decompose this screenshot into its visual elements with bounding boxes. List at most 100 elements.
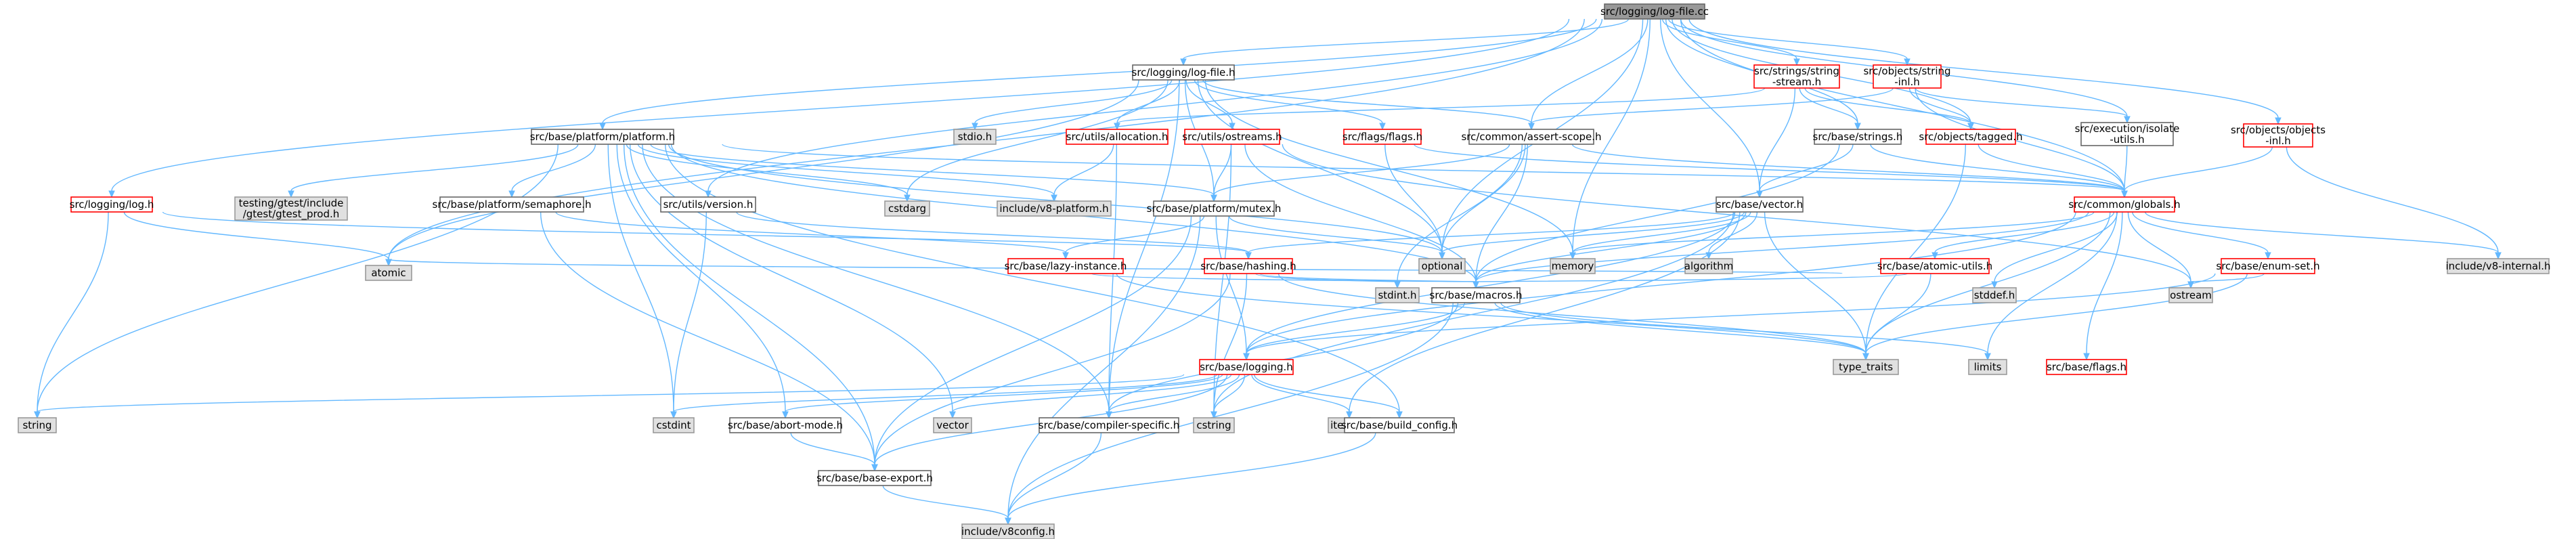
edge-platform_h-to-gtest_prod (290, 144, 579, 192)
node-label: src/strings/string (1754, 65, 1839, 77)
node-label: atomic (371, 267, 406, 279)
node-utils-ostreams[interactable]: src/utils/ostreams.h (1182, 129, 1282, 145)
node-box (1873, 64, 1942, 89)
node-base-flags[interactable]: src/base/flags.h (2046, 359, 2127, 375)
edge-arrowhead (1180, 58, 1187, 66)
node-assert-scope[interactable]: src/common/assert-scope.h (1461, 129, 1602, 145)
node-stdint-h: stdint.h (1375, 287, 1420, 303)
node-build-config[interactable]: src/base/build_config.h (1341, 417, 1458, 433)
node-label: src/base/flags.h (2047, 361, 2126, 373)
node-execution-isolate-utils[interactable]: src/execution/isolate-utils.h (2075, 122, 2180, 146)
node-box (2046, 359, 2127, 375)
edge-assert_scope-to-stdint_h (1397, 144, 1523, 282)
edge-common_globals-to-v8_internal (2144, 211, 2499, 253)
node-base-strings[interactable]: src/base/strings.h (1813, 129, 1903, 145)
node-label: cstdint (656, 419, 691, 431)
node-box (1925, 129, 2016, 145)
edge-base_logging-to-string_node (37, 374, 1185, 412)
node-base-hashing[interactable]: src/base/hashing.h (1200, 258, 1296, 274)
node-box (653, 417, 695, 433)
edge-arrowhead (1862, 353, 1869, 361)
node-label: src/logging/log.h (70, 198, 154, 211)
node-base-vector[interactable]: src/base/vector.h (1716, 196, 1804, 213)
edge-atomic_utils-to-type_traits (1865, 273, 1931, 354)
node-stddef-h: stddef.h (1972, 287, 2017, 303)
edge-string_stream-to-objects_tagged (1804, 87, 1971, 124)
node-platform-h[interactable]: src/base/platform/platform.h (530, 129, 676, 145)
node-base-logging[interactable]: src/base/logging.h (1199, 359, 1294, 375)
node-objects-tagged[interactable]: src/objects/tagged.h (1919, 129, 2023, 145)
edge-platform_h-to-semaphore (511, 144, 596, 192)
edge-arrowhead (1346, 411, 1353, 419)
node-enum-set[interactable]: src/base/enum-set.h (2216, 258, 2320, 274)
node-box (1716, 196, 1804, 213)
node-string-stream[interactable]: src/strings/string-stream.h (1753, 64, 1840, 89)
edge-assert_scope-to-platform_mutex (1213, 144, 1510, 196)
node-utils-allocation[interactable]: src/utils/allocation.h (1066, 129, 1169, 145)
edge-platform_h-to-build_config (664, 144, 1400, 412)
node-box (1604, 3, 1705, 20)
node-logfile-h[interactable]: src/logging/log-file.h (1132, 64, 1236, 81)
node-semaphore[interactable]: src/base/platform/semaphore.h (433, 196, 592, 213)
node-label: stdint.h (1378, 289, 1416, 301)
edge-base_logging-to-build_config (1254, 374, 1400, 412)
node-label: src/base/abort-mode.h (728, 419, 843, 431)
node-label: src/objects/string (1863, 65, 1950, 77)
node-atomic-utils[interactable]: src/base/atomic-utils.h (1877, 258, 1992, 274)
node-platform-mutex[interactable]: src/base/platform/mutex.h (1147, 200, 1282, 217)
node-label: src/base/vector.h (1716, 198, 1803, 211)
node-lazy-instance[interactable]: src/base/lazy-instance.h (1005, 258, 1127, 274)
edge-semaphore-to-lazy_instance (555, 211, 1066, 253)
edge-objects_string_inl-to-execution_isolate_utils (1915, 87, 2128, 117)
node-objects-string-inl[interactable]: src/objects/string-inl.h (1863, 64, 1951, 89)
node-box (1007, 258, 1124, 274)
node-label: src/base/platform/platform.h (530, 131, 676, 143)
node-root[interactable]: src/logging/log-file.cc (1600, 3, 1709, 20)
node-base-export[interactable]: src/base/base-export.h (816, 470, 933, 486)
node-label: src/objects/tagged.h (1919, 131, 2022, 143)
node-logging-log[interactable]: src/logging/log.h (70, 196, 154, 213)
node-box (2243, 123, 2313, 148)
node-box (1753, 64, 1840, 89)
node-label: string (22, 419, 51, 431)
edge-arrowhead (288, 190, 294, 198)
node-box (2074, 196, 2175, 213)
node-label: src/logging/log-file.cc (1600, 5, 1709, 18)
edge-arrowhead (1569, 252, 1576, 260)
edge-base_vector-to-optional (1441, 211, 1745, 253)
edge-common_globals-to-atomic_utils (1934, 211, 2115, 253)
node-abort-mode[interactable]: src/base/abort-mode.h (728, 417, 843, 433)
node-box (1132, 64, 1235, 81)
node-utils-version[interactable]: src/utils/version.h (660, 196, 756, 213)
node-label: cstring (1196, 419, 1231, 431)
node-box (1066, 129, 1169, 145)
edge-root-to-assert_scope (1531, 18, 1649, 124)
node-box (2221, 258, 2315, 274)
edge-root-to-objects_inl (1688, 18, 2279, 118)
edge-string_stream-to-base_vector (1759, 87, 1796, 192)
edge-root-to-memory (1572, 18, 1651, 253)
node-flags-flags[interactable]: src/flags/flags.h (1342, 129, 1422, 145)
edge-arrowhead (34, 411, 41, 419)
node-label: optional (1422, 260, 1463, 272)
edge-common_globals-to-base_logging (1246, 211, 2076, 354)
edge-arrowhead (670, 411, 677, 419)
node-label: ostream (2170, 289, 2212, 301)
node-box (1431, 287, 1521, 303)
edge-arrowhead (599, 123, 606, 131)
edge-arrowhead (508, 190, 515, 198)
node-label: -inl.h (2265, 135, 2291, 147)
node-base-macros[interactable]: src/base/macros.h (1430, 287, 1523, 303)
edge-arrowhead (1114, 123, 1120, 131)
node-label: include/v8config.h (961, 525, 1055, 538)
node-v8-internal: include/v8-internal.h (2445, 258, 2551, 274)
edge-enum_set-to-type_traits (1865, 273, 2248, 354)
edge-arrowhead (1439, 252, 1445, 260)
node-common-globals[interactable]: src/common/globals.h (2068, 196, 2181, 213)
edge-common_globals-to-type_traits (1865, 211, 2111, 354)
node-compiler-specific[interactable]: src/base/compiler-specific.h (1039, 417, 1179, 433)
node-objects-inl[interactable]: src/objects/objects-inl.h (2231, 123, 2326, 148)
edge-platform_mutex-to-base_logging (1215, 215, 1247, 354)
node-label: src/base/atomic-utils.h (1877, 260, 1992, 272)
